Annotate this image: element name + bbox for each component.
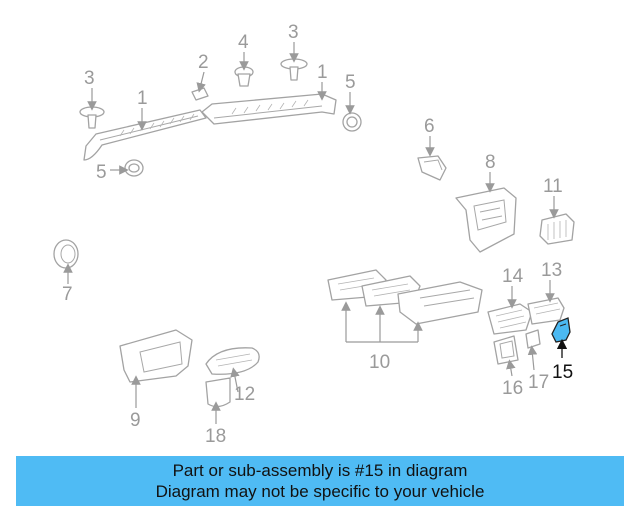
banner-line-1: Part or sub-assembly is #15 in diagram — [172, 461, 468, 480]
part-16-bezel[interactable] — [493, 335, 519, 365]
part-10-leaders — [341, 301, 423, 343]
part-5-nozzle-right[interactable] — [342, 112, 362, 132]
callout-9: 9 — [130, 410, 141, 431]
callout-labels: 3 1 2 4 3 1 5 5 6 8 11 7 14 13 10 16 17 … — [62, 22, 573, 447]
callout-3-right: 3 — [288, 22, 299, 43]
part-9-duct[interactable] — [119, 329, 193, 383]
callout-11: 11 — [543, 176, 563, 197]
callout-14: 14 — [502, 266, 524, 287]
callout-5-right: 5 — [345, 72, 356, 93]
callout-18: 18 — [205, 426, 226, 447]
callout-15: 15 — [552, 362, 573, 383]
callout-1-right: 1 — [317, 62, 328, 83]
callout-8: 8 — [485, 152, 496, 173]
part-2-clip[interactable] — [191, 87, 209, 101]
callout-6: 6 — [424, 116, 435, 137]
part-7-round-grille[interactable] — [53, 239, 79, 269]
part-3-screw-left[interactable] — [79, 106, 105, 129]
part-1-right-duct[interactable] — [201, 93, 337, 125]
callout-1-left: 1 — [137, 88, 148, 109]
part-4-fastener[interactable] — [234, 66, 254, 87]
part-12-oval-vent[interactable] — [205, 347, 260, 375]
part-1-left-duct[interactable] — [83, 109, 207, 161]
part-15-highlighted[interactable] — [551, 317, 571, 343]
part-13-register[interactable] — [527, 297, 565, 325]
parts-diagram: 3 1 2 4 3 1 5 5 6 8 11 7 14 13 10 16 17 … — [53, 22, 575, 447]
callout-4: 4 — [238, 32, 249, 53]
part-18-cap[interactable] — [205, 377, 231, 408]
info-banner: Part or sub-assembly is #15 in diagram D… — [16, 456, 624, 506]
callout-2: 2 — [198, 52, 209, 73]
part-8-center-panel[interactable] — [455, 187, 517, 253]
part-5-nozzle-left[interactable] — [124, 159, 144, 177]
callout-12: 12 — [234, 384, 255, 405]
part-17-clip[interactable] — [525, 329, 541, 349]
callout-13: 13 — [541, 260, 562, 281]
part-10-vents[interactable] — [327, 269, 483, 325]
callout-7: 7 — [62, 284, 73, 305]
part-3-screw-right[interactable] — [280, 58, 308, 81]
callout-16: 16 — [502, 378, 523, 399]
part-14-register[interactable] — [487, 303, 533, 335]
callout-10: 10 — [369, 352, 390, 373]
leader-lines — [63, 42, 568, 424]
callout-5-left: 5 — [96, 162, 107, 183]
part-6-vent[interactable] — [417, 155, 447, 181]
callout-17: 17 — [528, 372, 549, 393]
part-11-side-register[interactable] — [539, 213, 575, 245]
banner-line-2: Diagram may not be specific to your vehi… — [155, 482, 485, 501]
callout-3-left: 3 — [84, 68, 95, 89]
